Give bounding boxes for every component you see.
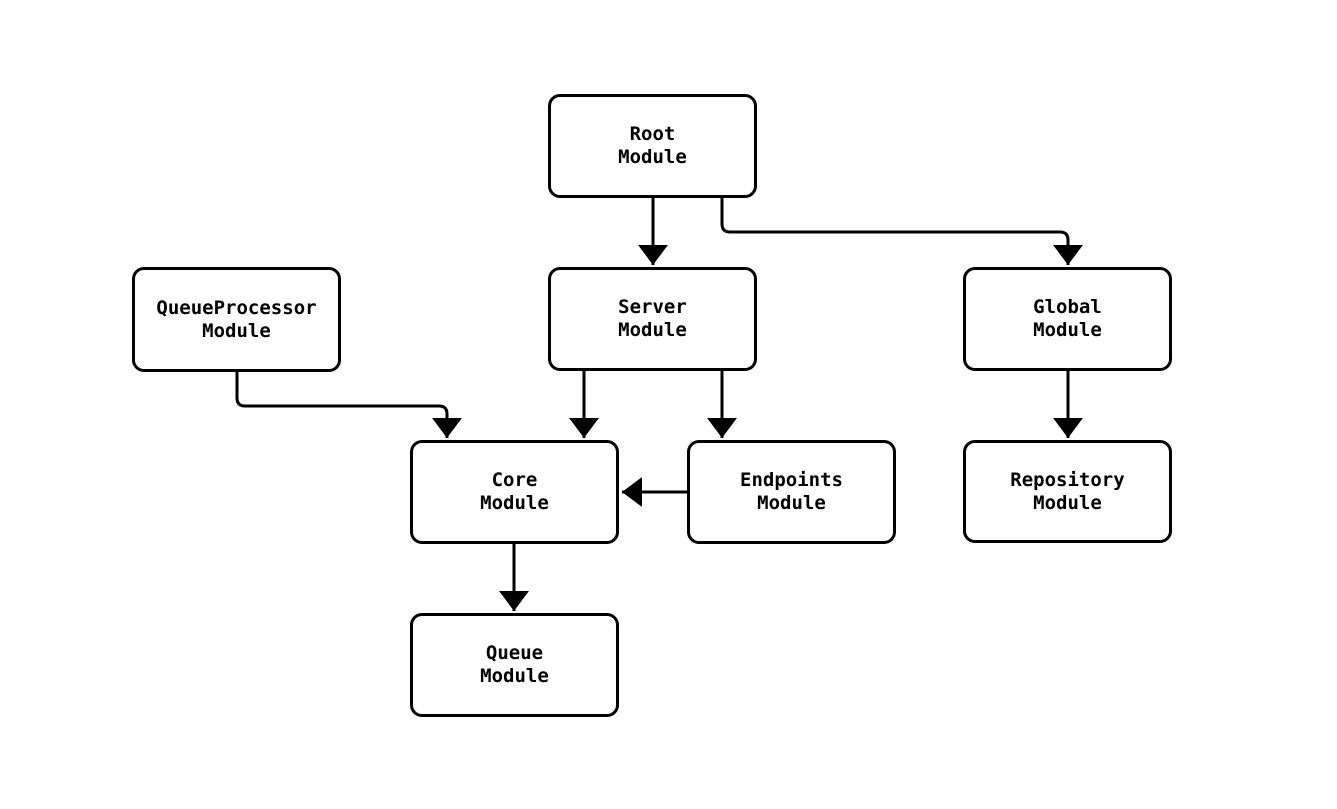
node-label-line: Module	[480, 492, 549, 514]
node-label-line: Endpoints	[740, 469, 843, 491]
node-label-line: Module	[757, 492, 826, 514]
edge-group	[235, 197, 1083, 612]
node-label-line: Module	[1033, 491, 1102, 514]
node-label-line: Module	[618, 319, 687, 341]
node-label-line: Core	[491, 469, 538, 491]
node-label-line: Module	[1033, 319, 1102, 341]
node-label-line: Root	[629, 123, 676, 145]
node-label-line: Repository	[1010, 468, 1125, 491]
edge-root-module-to-global-module	[720, 197, 1083, 266]
node-label-line: Module	[202, 319, 271, 342]
node-label-line: Queue	[485, 642, 544, 664]
node-label-line: Module	[480, 665, 549, 687]
edge-queueprocessor-module-to-core-module	[235, 372, 462, 439]
node-label-line: Server	[618, 296, 687, 318]
node-label-line: Module	[618, 146, 687, 168]
node-label-line: Global	[1033, 296, 1102, 318]
node-label-line: QueueProcessor	[156, 296, 317, 319]
